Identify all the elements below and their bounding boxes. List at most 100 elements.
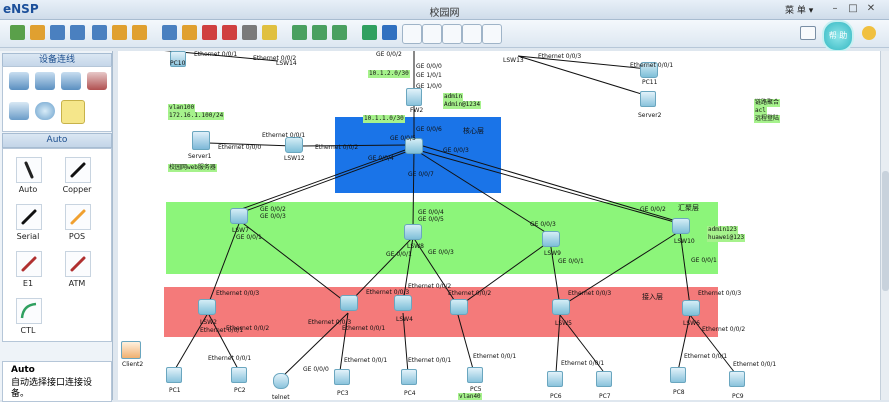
lsw7-device[interactable]	[230, 208, 248, 224]
lsw6-label: LSW6	[683, 320, 700, 327]
cable-pos-button[interactable]	[65, 204, 91, 230]
device-list-icon[interactable]	[422, 24, 442, 44]
maximize-icon[interactable]: □	[848, 3, 858, 14]
save-icon[interactable]	[50, 25, 65, 40]
delete-link-icon[interactable]	[222, 25, 237, 40]
pc4-label: PC4	[404, 390, 416, 397]
topo-icon[interactable]	[442, 24, 462, 44]
capture-icon[interactable]	[402, 24, 422, 44]
port-label: GE 0/0/2	[640, 206, 666, 213]
delete-icon[interactable]	[202, 25, 217, 40]
save-as-icon[interactable]	[70, 25, 85, 40]
device-category-box	[2, 66, 112, 132]
lsw5-device[interactable]	[450, 299, 468, 315]
pc9-device[interactable]	[729, 371, 745, 387]
lsw8-device[interactable]	[404, 224, 422, 240]
port-label: Ethernet 0/0/3	[568, 290, 612, 297]
zoom-in-icon[interactable]	[292, 25, 307, 40]
port-label: Ethernet 0/0/1	[342, 325, 386, 332]
lsw6-device[interactable]	[552, 299, 570, 315]
wlan-icon[interactable]	[61, 72, 81, 90]
cable-auto-button[interactable]	[16, 157, 42, 183]
port-label: Ethernet 0/0/3	[698, 290, 742, 297]
fit-icon[interactable]	[332, 25, 347, 40]
lsw12-device[interactable]	[285, 137, 303, 153]
stop-icon[interactable]	[382, 25, 397, 40]
fw2-device[interactable]	[406, 88, 422, 106]
switch-icon[interactable]	[35, 72, 55, 90]
firewall-icon[interactable]	[87, 72, 107, 90]
topo-dialog-icon[interactable]	[482, 24, 502, 44]
cable-ctl-button[interactable]	[16, 298, 42, 324]
port-label: Ethernet 0/0/3	[216, 290, 260, 297]
fw2-label: FW2	[410, 107, 424, 114]
lsw-right-device[interactable]	[682, 300, 700, 316]
drag-icon[interactable]	[182, 25, 197, 40]
desc-title: Auto	[11, 365, 35, 375]
cable-copper-button[interactable]	[65, 157, 91, 183]
palette-icon[interactable]	[262, 25, 277, 40]
cloud-icon[interactable]	[35, 102, 55, 120]
pc8-device[interactable]	[670, 367, 686, 383]
cable-e1-button[interactable]	[16, 251, 42, 277]
cable-category-icon[interactable]	[61, 100, 85, 124]
port-label: GE 1/0/1	[416, 72, 442, 79]
lsw2-device[interactable]	[198, 299, 216, 315]
lsw4-device[interactable]	[394, 295, 412, 311]
server1-device[interactable]	[192, 131, 210, 150]
telnet-device[interactable]	[273, 373, 289, 389]
text-icon[interactable]	[242, 25, 257, 40]
topology-canvas[interactable]: PC10 LSW14 LSW13 PC11 Server2 FW2 Server…	[118, 51, 880, 400]
core-zone	[335, 117, 501, 193]
pc3-device[interactable]	[334, 369, 350, 385]
print-icon[interactable]	[92, 25, 107, 40]
lsw10-device[interactable]	[672, 218, 690, 234]
pc5-device[interactable]	[467, 367, 483, 383]
pc6-device[interactable]	[547, 371, 563, 387]
pc2-device[interactable]	[231, 367, 247, 383]
pc1-device[interactable]	[166, 367, 182, 383]
server2-device[interactable]	[640, 91, 656, 107]
pc-icon[interactable]	[9, 102, 29, 120]
user-icon[interactable]	[862, 26, 876, 40]
lsw3-device[interactable]	[340, 295, 358, 311]
help-button[interactable]: 帮 助	[822, 20, 854, 52]
lsw8-label: LSW8	[407, 243, 424, 250]
select-icon[interactable]	[162, 25, 177, 40]
port-label: Ethernet 0/0/2	[702, 326, 746, 333]
cable-label: Serial	[16, 232, 40, 241]
port-label: Ethernet 0/0/0	[218, 144, 262, 151]
minimize-icon[interactable]: –	[832, 3, 838, 14]
menu-button[interactable]: 菜 单 ▾	[785, 6, 814, 16]
note-remote-login: 远程登陆	[754, 115, 781, 123]
undo-icon[interactable]	[112, 25, 127, 40]
scrollbar-thumb[interactable]	[882, 171, 889, 291]
start-icon[interactable]	[362, 25, 377, 40]
cable-auto-icon	[24, 161, 34, 179]
lsw9-device[interactable]	[542, 231, 560, 247]
note-net-10-1-2: 10.1.2.0/30	[368, 70, 410, 78]
cable-atm-button[interactable]	[65, 251, 91, 277]
core-switch-device[interactable]	[405, 138, 423, 154]
client2-device[interactable]	[121, 341, 141, 359]
redo-icon[interactable]	[132, 25, 147, 40]
router-icon[interactable]	[9, 72, 29, 90]
toolbar	[0, 20, 889, 48]
pc7-device[interactable]	[596, 371, 612, 387]
pc4-device[interactable]	[401, 369, 417, 385]
zoom-out-icon[interactable]	[312, 25, 327, 40]
title-bar: eNSP 校园网 菜 单 ▾ – □ ✕	[0, 0, 889, 20]
vertical-scrollbar[interactable]	[880, 51, 889, 400]
screenshot-icon[interactable]	[462, 24, 482, 44]
port-label: GE 0/0/3	[428, 249, 454, 256]
open-icon[interactable]	[30, 25, 45, 40]
lsw12-label: LSW12	[284, 155, 305, 162]
pc10-device[interactable]	[170, 51, 186, 67]
chat-icon[interactable]	[800, 26, 816, 40]
aggregation-zone	[166, 202, 718, 274]
new-icon[interactable]	[10, 25, 25, 40]
close-icon[interactable]: ✕	[866, 3, 876, 14]
cable-copper-icon	[70, 162, 86, 178]
pc11-device[interactable]	[640, 62, 658, 78]
cable-serial-button[interactable]	[16, 204, 42, 230]
